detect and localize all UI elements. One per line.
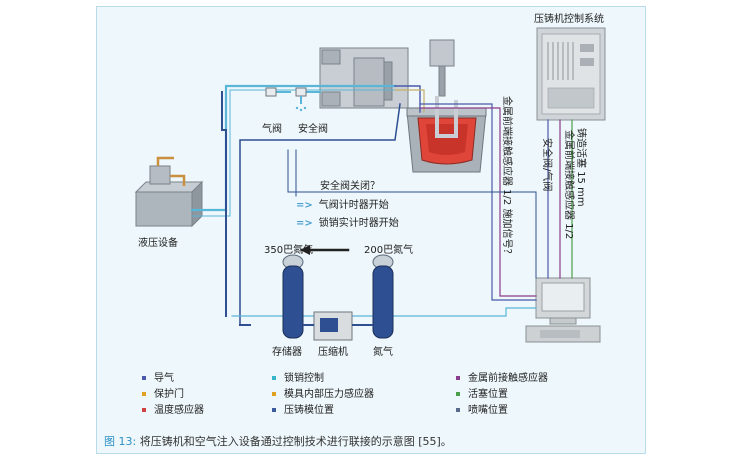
control-cabinet	[536, 27, 606, 121]
die-casting-machine	[319, 39, 455, 109]
gas-valve-label: 气阀	[262, 124, 282, 135]
legend-item: 模具内部压力感应器	[272, 389, 374, 401]
figure-caption: 图 13: 将压铸机和空气注入设备通过控制技术进行联接的示意图 [55]。	[104, 433, 452, 449]
figure-number: 图 13:	[104, 435, 137, 448]
gas-valve-component	[265, 87, 307, 112]
vertical-label-metal-sensor: 金属前端接触感应器 1/2	[563, 130, 574, 240]
legend-item: 温度感应器	[142, 405, 204, 417]
step-gas-timer: =>气阀计时器开始	[296, 200, 389, 211]
control-system-title: 压铸机控制系统	[534, 14, 604, 25]
nitrogen-label: 氮气	[373, 347, 393, 358]
n2-350-label: 350巴氮气	[264, 245, 314, 256]
flow-arrow-head	[300, 245, 310, 255]
furnace	[406, 96, 487, 173]
legend-item: 压铸模位置	[272, 405, 334, 417]
legend-item: 保护门	[142, 389, 184, 401]
step-safety-valve-closed: 安全阀关闭？	[320, 181, 380, 192]
vertical-label-metal-signal: 金属前端接触感应器 1/2 施加信号？	[501, 96, 512, 259]
legend-item: 活塞位置	[456, 389, 508, 401]
reservoir-label: 存储器	[272, 347, 302, 358]
hydraulic-label: 液压设备	[138, 238, 178, 249]
hydraulic-unit	[134, 156, 204, 228]
compressor-unit	[303, 311, 373, 341]
reservoir-cylinder	[282, 254, 304, 339]
step-lock-timer: =>锁销实计时器开始	[296, 218, 399, 229]
legend-item: 导气	[142, 373, 174, 385]
safety-valve-label: 安全阀	[298, 124, 328, 135]
nitrogen-cylinder	[372, 254, 394, 339]
computer-terminal	[525, 277, 601, 343]
legend-item: 喷嘴位置	[456, 405, 508, 417]
vertical-label-piston: 铸造活塞 15 mm	[575, 128, 586, 207]
legend-item: 金属前接触感应器	[456, 373, 548, 385]
caption-text: 将压铸机和空气注入设备通过控制技术进行联接的示意图 [55]。	[139, 435, 452, 448]
compressor-label: 压缩机	[318, 347, 348, 358]
vertical-label-safety-gas-valve: 安全阀/气阀	[541, 138, 552, 192]
n2-200-label: 200巴氮气	[364, 245, 414, 256]
legend-item: 锁销控制	[272, 373, 324, 385]
